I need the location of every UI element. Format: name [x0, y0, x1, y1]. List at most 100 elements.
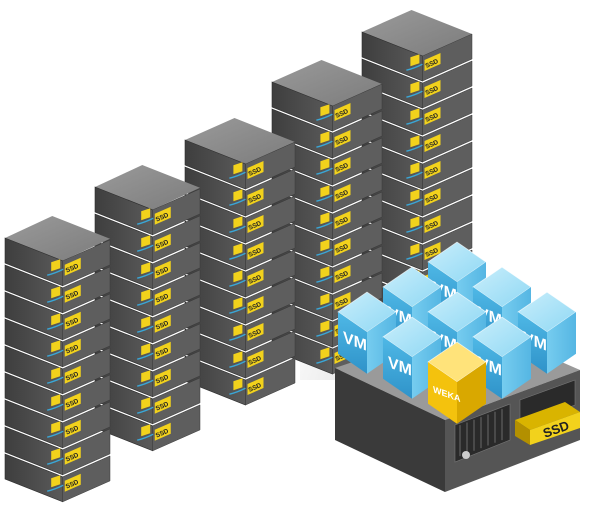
ssd-label: SSD [334, 135, 349, 147]
cable [406, 252, 423, 260]
ssd-plate: SSD [247, 350, 264, 368]
server-unit: SSD [4, 264, 111, 314]
cable [316, 302, 333, 310]
ssd-drive-icon [410, 189, 420, 202]
ssd-label: SSD [334, 189, 349, 201]
ssd-drive-icon [233, 297, 243, 310]
cable [137, 271, 154, 279]
server-unit: SSD [361, 85, 473, 136]
ssd-drive-icon [233, 162, 243, 175]
ssd-label: SSD [424, 85, 439, 97]
stack-top [5, 216, 110, 261]
ssd-label: SSD [65, 317, 80, 329]
ssd-label: SSD [247, 166, 262, 178]
server-unit: SSD [4, 345, 111, 395]
ssd-label: SSD [155, 401, 170, 413]
ssd-label: SSD [247, 301, 262, 313]
ssd-label: SSD [155, 293, 170, 305]
ssd-plate: SSD [155, 422, 171, 441]
ssd-label: SSD [247, 355, 262, 367]
server-unit: SSD [4, 399, 111, 449]
cable [316, 194, 333, 202]
ssd-label: SSD [334, 270, 349, 282]
ssd-plate: SSD [334, 211, 351, 229]
cable [229, 306, 246, 314]
ssd-drive-icon [410, 135, 420, 148]
ssd-label: SSD [424, 247, 439, 259]
server-unit: SSD [94, 213, 201, 263]
ssd-drive-icon [51, 340, 61, 353]
cable [229, 171, 246, 179]
ssd-label: SSD [65, 479, 80, 491]
ssd-drive-icon [51, 448, 61, 461]
ssd-drive-icon [141, 208, 151, 221]
server-unit: SSD [361, 58, 473, 109]
ssd-plate: SSD [65, 365, 81, 384]
ssd-label: SSD [334, 108, 349, 120]
cable [316, 167, 333, 175]
ssd-plate: SSD [247, 161, 264, 179]
cable [406, 63, 423, 71]
stack-top [362, 10, 472, 56]
ssd-drive-icon [410, 81, 420, 94]
cable [47, 295, 64, 303]
cable [137, 406, 154, 414]
server-unit: SSD [271, 108, 383, 159]
cable [137, 244, 154, 252]
ssd-label: SSD [65, 452, 80, 464]
ssd-plate: SSD [65, 473, 81, 492]
ssd-drive-icon [233, 216, 243, 229]
cable [316, 113, 333, 121]
ssd-label: SSD [155, 239, 170, 251]
ssd-label: SSD [247, 274, 262, 286]
ssd-plate: SSD [247, 323, 264, 341]
ssd-drive-icon [320, 239, 330, 252]
cable [47, 430, 64, 438]
stack-top [185, 118, 295, 164]
ssd-drive-icon [51, 421, 61, 434]
ssd-drive-icon [320, 212, 330, 225]
ssd-plate: SSD [155, 341, 171, 360]
cable [137, 325, 154, 333]
ssd-drive-icon [410, 243, 420, 256]
appliance-front [335, 368, 445, 492]
cable [47, 322, 64, 330]
ssd-drive-icon [320, 347, 330, 360]
ssd-drive-icon [141, 316, 151, 329]
ssd-plate: SSD [247, 188, 264, 206]
ssd-plate: SSD [424, 53, 441, 71]
ssd-plate: SSD [424, 242, 441, 260]
ssd-drive-icon [320, 158, 330, 171]
cable [316, 356, 333, 364]
cable [406, 90, 423, 98]
ssd-plate: SSD [334, 265, 351, 283]
cable [316, 221, 333, 229]
ssd-plate: SSD [424, 80, 441, 98]
ssd-drive-icon [410, 108, 420, 121]
cable [229, 333, 246, 341]
cable [406, 144, 423, 152]
ssd-plate: SSD [334, 103, 351, 121]
ssd-drive-icon [141, 343, 151, 356]
ssd-label: SSD [424, 166, 439, 178]
ssd-plate: SSD [155, 395, 171, 414]
ssd-label: SSD [334, 162, 349, 174]
vm-cube-icon: VM [517, 291, 577, 374]
ssd-label: SSD [334, 351, 349, 363]
ssd-plate: SSD [247, 242, 264, 260]
ssd-label: SSD [155, 320, 170, 332]
ssd-drive-icon [141, 262, 151, 275]
ssd-label: SSD [155, 266, 170, 278]
cable [47, 484, 64, 492]
ssd-label: SSD [334, 216, 349, 228]
cable [137, 379, 154, 387]
cable [229, 387, 246, 395]
ssd-drive-icon [233, 189, 243, 202]
ssd-label: SSD [247, 193, 262, 205]
ssd-drive-icon [320, 104, 330, 117]
cable [406, 171, 423, 179]
cable [47, 376, 64, 384]
